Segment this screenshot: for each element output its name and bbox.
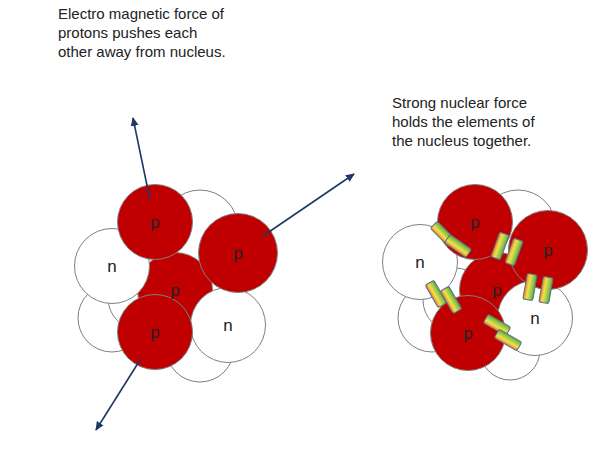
particle-label: p — [150, 324, 159, 341]
particle-label: n — [415, 254, 424, 271]
repulsion-arrow — [133, 118, 150, 200]
particle-label: p — [233, 245, 242, 262]
particle-label: p — [170, 282, 179, 299]
gluon-symbols — [425, 221, 553, 351]
particle-label: n — [223, 317, 232, 334]
proton-circle: p — [198, 213, 278, 293]
repulsion-arrow — [263, 174, 354, 236]
particle-label: p — [492, 282, 501, 299]
force-caption: Electro magnetic force of protons pushes… — [58, 4, 230, 61]
particle-label: p — [543, 242, 552, 259]
particle-label: n — [530, 310, 539, 327]
proton-circle: p — [117, 294, 193, 370]
particle-label: p — [463, 325, 472, 342]
neutron-circle: n — [190, 287, 266, 363]
proton-circle: p — [117, 184, 193, 260]
particle-label: n — [107, 258, 116, 275]
force-caption: Strong nuclear force holds the elements … — [392, 93, 557, 150]
particle-label: p — [150, 214, 159, 231]
repulsion-arrow — [96, 360, 140, 430]
particle-label: p — [470, 214, 479, 231]
